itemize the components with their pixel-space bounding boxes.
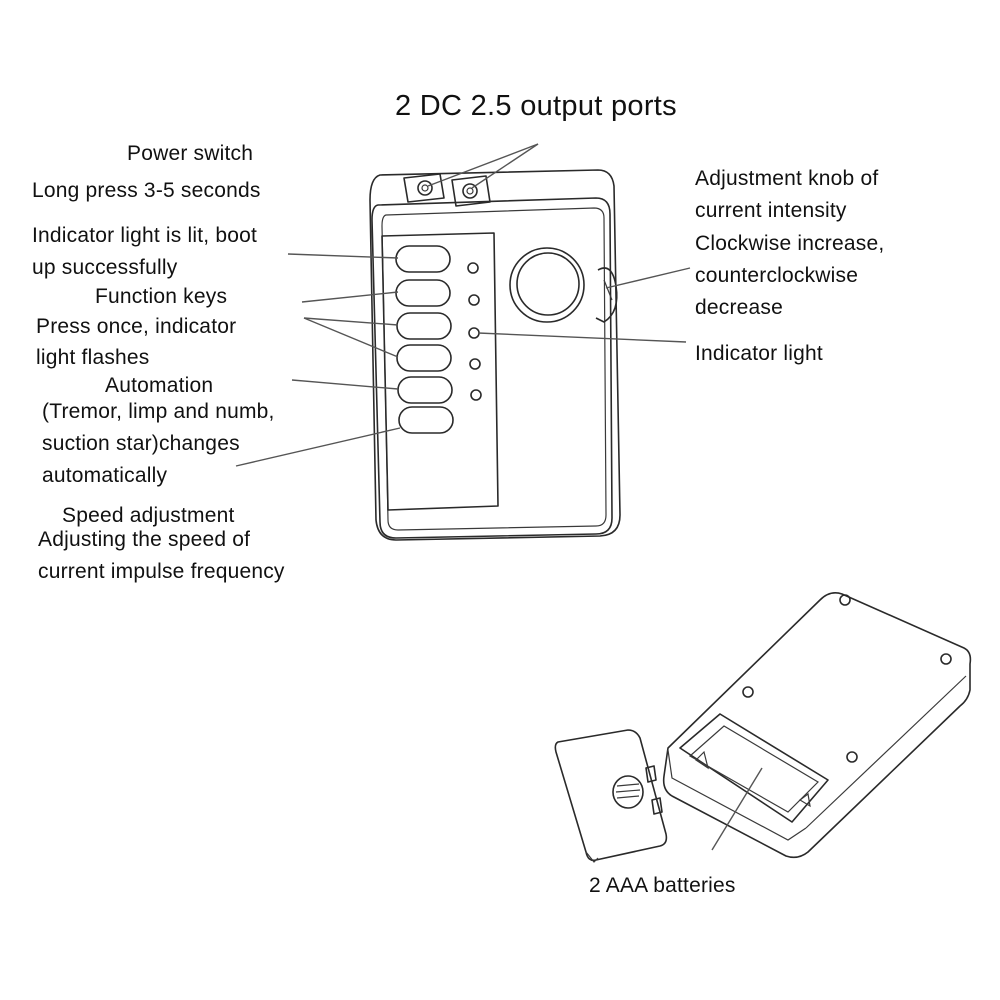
leader-batteries <box>711 767 763 851</box>
leader-output-ports <box>471 143 539 189</box>
indicator-boot-label-line2: up successfully <box>32 256 178 279</box>
knob-label: Adjustment knob of <box>695 167 879 190</box>
leader-function-keys <box>303 317 399 326</box>
leader-automation <box>291 379 399 390</box>
leader-speed <box>235 427 401 467</box>
leader-lines <box>235 143 763 851</box>
battery-cover-illustration <box>554 729 668 863</box>
function-keys <box>395 245 454 434</box>
intensity-knob <box>509 247 618 323</box>
power-switch-label: Power switch <box>127 142 254 165</box>
speed-note: Adjusting the speed of <box>38 528 251 551</box>
device-front-illustration <box>369 169 621 541</box>
knob-note-line2: counterclockwise <box>695 264 859 287</box>
knob-label-line2: current intensity <box>695 199 847 222</box>
indicator-light-label: Indicator light <box>695 342 823 365</box>
power-switch-note: Long press 3-5 seconds <box>32 179 261 202</box>
leader-function-keys <box>301 291 399 303</box>
output-ports-label: 2 DC 2.5 output ports <box>395 90 677 122</box>
leader-output-ports <box>427 143 539 187</box>
automation-note: (Tremor, limp and numb, <box>42 400 275 423</box>
speed-label: Speed adjustment <box>62 504 235 527</box>
function-keys-label: Function keys <box>95 285 228 308</box>
automation-label: Automation <box>105 374 214 397</box>
leader-function-keys <box>303 317 399 358</box>
indicator-boot-label: Indicator light is lit, boot <box>32 224 258 247</box>
function-keys-note-line2: light flashes <box>36 346 150 369</box>
speed-note-line2: current impulse frequency <box>38 560 285 583</box>
leader-indicator-light <box>477 332 687 343</box>
knob-note: Clockwise increase, <box>695 232 885 255</box>
output-ports <box>403 173 491 207</box>
function-keys-note: Press once, indicator <box>36 315 237 338</box>
leader-indicator-boot <box>287 253 399 259</box>
automation-note-line3: automatically <box>42 464 168 487</box>
batteries-label: 2 AAA batteries <box>589 874 736 897</box>
knob-note-line3: decrease <box>695 296 783 319</box>
device-back-illustration <box>662 592 972 859</box>
automation-note-line2: suction star)changes <box>42 432 240 455</box>
indicator-lights <box>467 262 482 401</box>
leader-knob <box>605 267 691 289</box>
